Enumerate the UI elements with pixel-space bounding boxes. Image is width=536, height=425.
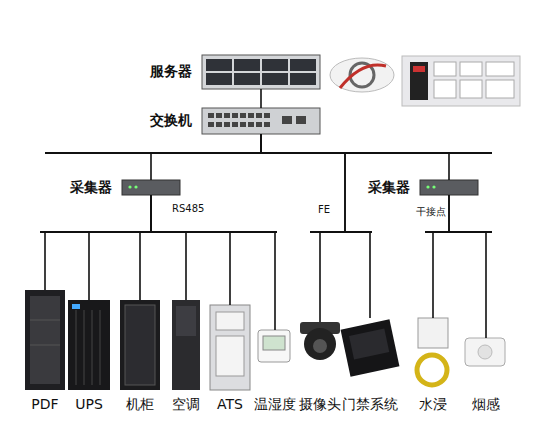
cabinet-device: 机柜 <box>120 300 160 390</box>
aircon-device: 空调 <box>172 300 200 390</box>
node-title: 服务器 <box>150 63 192 81</box>
pdf-device: PDF <box>25 290 65 390</box>
device-caption: 机柜 <box>126 396 154 414</box>
device-caption: PDF <box>31 396 58 412</box>
device-caption: 温湿度 <box>254 396 296 414</box>
wire-connector <box>261 134 370 318</box>
water-sensor-device: 水浸 <box>416 318 450 390</box>
collector-node: 采集器 <box>122 180 180 195</box>
interface-label: 干接点 <box>416 205 446 219</box>
device-caption: 空调 <box>172 396 200 414</box>
collector-node: 采集器 <box>420 180 478 195</box>
smoke-sensor-device: 烟感 <box>465 338 507 390</box>
wire-connector <box>449 195 486 338</box>
wire-connector <box>151 195 230 305</box>
device-caption: 水浸 <box>419 396 447 414</box>
node-title: 采集器 <box>368 179 410 197</box>
ups-device: UPS <box>68 300 110 390</box>
wire-connector <box>89 195 151 300</box>
access-device: 门禁系统 <box>345 318 395 390</box>
switch-node: 交换机 <box>202 108 320 134</box>
device-caption: 摄像头 <box>299 396 341 414</box>
wire-connector <box>140 195 151 300</box>
wire-connector <box>260 89 262 108</box>
node-title: 交换机 <box>150 112 192 130</box>
wire-connector <box>151 134 261 180</box>
device-caption: 烟感 <box>472 396 500 414</box>
server-node: 服务器 <box>202 55 320 89</box>
wire-connector <box>45 195 151 290</box>
interface-label: FE <box>318 204 330 215</box>
wire-connector <box>261 134 345 322</box>
ats-device: ATS <box>210 305 250 390</box>
camera-device: 摄像头 <box>300 322 340 390</box>
node-title: 采集器 <box>70 179 112 197</box>
sensor-device: 温湿度 <box>258 330 292 390</box>
device-caption: UPS <box>75 396 103 412</box>
wire-connector <box>261 134 449 180</box>
wire-connector <box>151 195 275 330</box>
interface-label: RS485 <box>172 203 204 214</box>
device-caption: ATS <box>217 396 243 412</box>
device-caption: 门禁系统 <box>342 396 398 414</box>
